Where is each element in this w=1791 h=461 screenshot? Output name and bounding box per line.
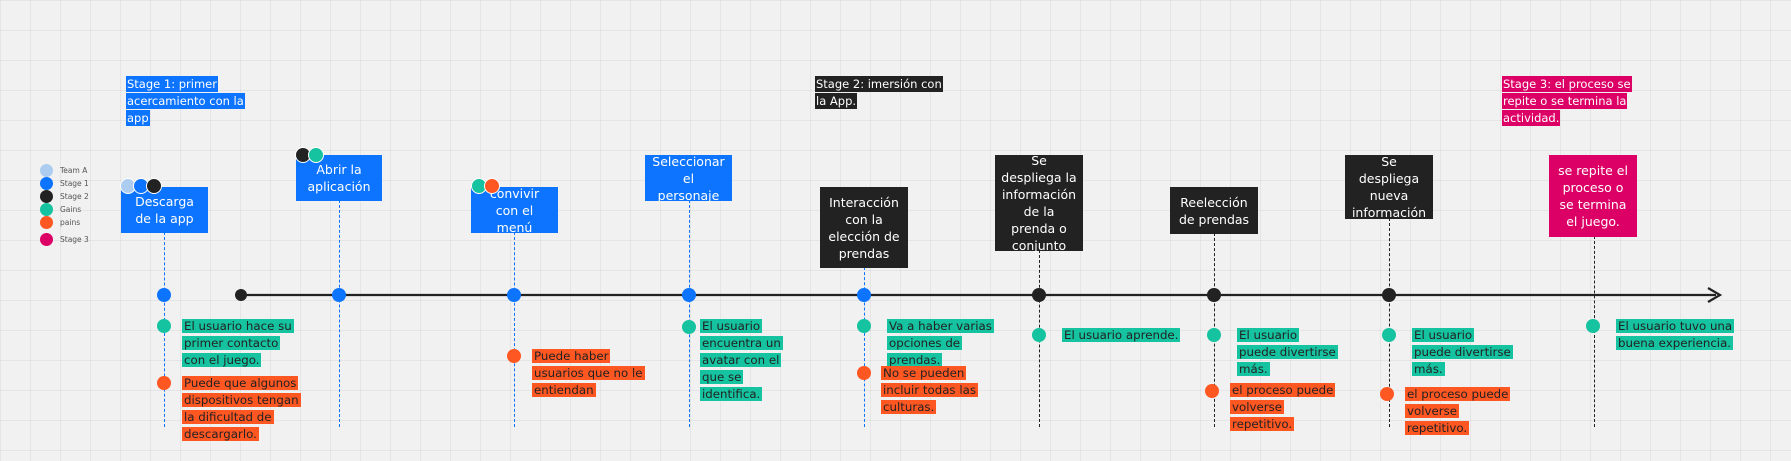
legend-dot-icon [40, 216, 53, 229]
gain-dot [157, 319, 171, 333]
legend-dot-icon [40, 203, 53, 216]
connector-line [864, 267, 865, 427]
pain-note[interactable]: No se pueden incluir todas las culturas. [881, 366, 978, 414]
connector-line [689, 200, 690, 427]
legend-item-pains: pains [40, 216, 80, 229]
gain-note[interactable]: El usuario encuentra un avatar con el qu… [700, 319, 783, 401]
timeline-dot [507, 288, 521, 302]
gain-note[interactable]: Va a haber varias opciones de prendas. [887, 319, 994, 367]
legend-label: Team A [60, 166, 88, 175]
legend-label: Stage 3 [60, 235, 89, 244]
legend-item-stage-3: Stage 3 [40, 233, 89, 246]
pain-note[interactable]: el proceso puede volverse repetitivo. [1405, 387, 1511, 435]
legend-label: pains [60, 218, 81, 227]
pain-note[interactable]: el proceso puede volverse repetitivo. [1230, 383, 1336, 431]
gain-note[interactable]: El usuario hace su primer contacto con e… [182, 319, 294, 367]
legend-dot-icon [40, 177, 53, 190]
timeline-start-dot [235, 289, 247, 301]
gain-dot [1032, 328, 1046, 342]
step-descarga-app[interactable]: Descarga de la app [121, 187, 208, 233]
step-repite-proceso[interactable]: se repite el proceso o se termina el jue… [1549, 155, 1637, 237]
step-seleccionar-personaje[interactable]: Seleccionar el personaje [645, 154, 732, 203]
step-abrir-aplicacion[interactable]: Abrir la aplicación [296, 155, 382, 201]
legend-item-team-a: Team A [40, 164, 87, 177]
connector-line [1389, 218, 1390, 427]
connector-line [339, 200, 340, 427]
pain-dot [1205, 384, 1219, 398]
step-interaccion-prendas[interactable]: Interacción con la elección de prendas [820, 187, 908, 268]
timeline-dot [332, 288, 346, 302]
gain-note[interactable]: El usuario puede divertirse más. [1237, 328, 1338, 376]
legend-label: Stage 1 [60, 179, 89, 188]
pain-note[interactable]: Puede haber usuarios que no le entiendan [532, 349, 645, 397]
gain-dot [1207, 328, 1221, 342]
avatar [308, 147, 324, 163]
stage-2-label[interactable]: Stage 2: imersión con la App. [815, 76, 943, 109]
pain-note[interactable]: Puede que algunos dispositivos tengan la… [182, 376, 301, 441]
timeline-dot [1382, 288, 1396, 302]
legend-dot-icon [40, 233, 53, 246]
legend-dot-icon [40, 190, 53, 203]
step-convivir-menu[interactable]: convivir con el menú [471, 186, 558, 235]
stage-3-label[interactable]: Stage 3: el proceso se repite o se termi… [1502, 76, 1632, 126]
gain-dot [1586, 319, 1600, 333]
step-nueva-informacion[interactable]: Se despliega nueva información [1345, 154, 1433, 220]
step-despliega-informacion[interactable]: Se despliega la información de la prenda… [995, 153, 1083, 253]
timeline-dot [1207, 288, 1221, 302]
pain-dot [157, 376, 171, 390]
timeline-dot [857, 288, 871, 302]
stage-1-label[interactable]: Stage 1: primer acercamiento con la app [126, 76, 245, 126]
timeline-dot [1032, 288, 1046, 302]
legend-label: Gains [60, 205, 82, 214]
legend-dot-icon [40, 164, 53, 177]
legend-item-stage-2: Stage 2 [40, 190, 89, 203]
gain-note[interactable]: El usuario tuvo una buena experiencia. [1616, 319, 1735, 350]
gain-dot [1382, 328, 1396, 342]
legend-label: Stage 2 [60, 192, 89, 201]
timeline-dot [157, 288, 171, 302]
step-reeleccion-prendas[interactable]: Reelección de prendas [1170, 187, 1258, 234]
timeline-dot [682, 288, 696, 302]
connector-line [514, 232, 515, 427]
gain-note[interactable]: El usuario aprende. [1062, 328, 1181, 342]
avatar [146, 178, 162, 194]
gain-dot [682, 320, 696, 334]
pain-dot [1380, 387, 1394, 401]
pain-dot [507, 349, 521, 363]
pain-dot [857, 366, 871, 380]
gain-note[interactable]: El usuario puede divertirse más. [1412, 328, 1513, 376]
legend-item-gains: Gains [40, 203, 81, 216]
legend-item-stage-1: Stage 1 [40, 177, 89, 190]
avatar [484, 178, 500, 194]
gain-dot [857, 319, 871, 333]
